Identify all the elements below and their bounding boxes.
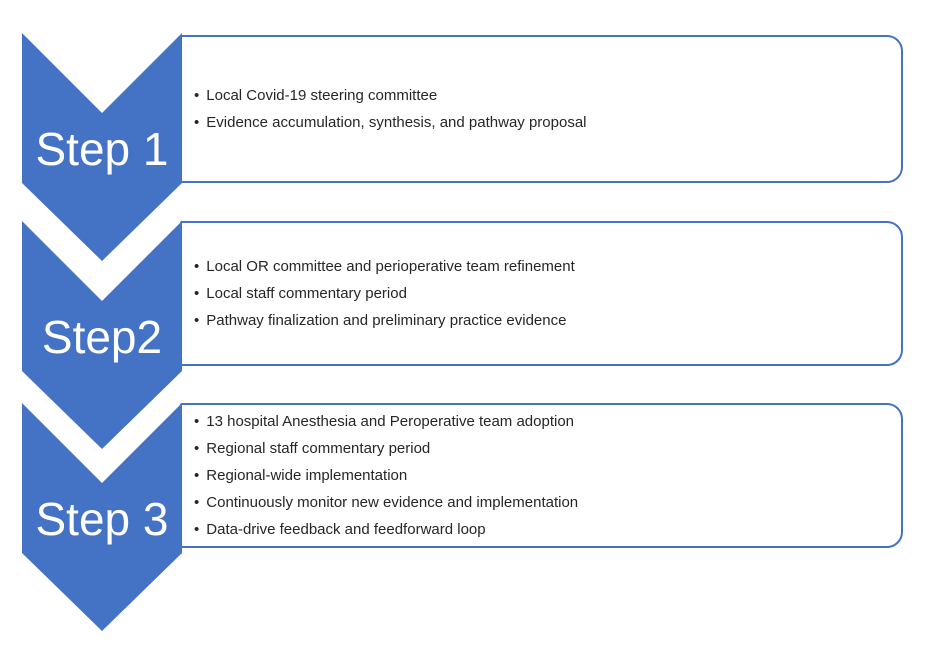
bullet-item: Evidence accumulation, synthesis, and pa… [194,109,891,136]
step-2-bullet-list: Local OR committee and perioperative tea… [182,253,901,334]
bullet-item: Regional staff commentary period [194,435,891,462]
chevron-step-1: Step 1 [22,33,182,261]
step-3-bullet-list: 13 hospital Anesthesia and Peroperative … [182,408,901,543]
step-3-content-box: 13 hospital Anesthesia and Peroperative … [180,403,903,548]
step-2-label: Step2 [41,311,163,363]
bullet-item: 13 hospital Anesthesia and Peroperative … [194,408,891,435]
step-1-content-box: Local Covid-19 steering committee Eviden… [180,35,903,183]
bullet-item: Regional-wide implementation [194,462,891,489]
bullet-item: Local OR committee and perioperative tea… [194,253,891,280]
bullet-item: Continuously monitor new evidence and im… [194,489,891,516]
step-1-bullet-list: Local Covid-19 steering committee Eviden… [182,82,901,136]
bullet-item: Local staff commentary period [194,280,891,307]
step-1-label: Step 1 [35,123,169,175]
bullet-item: Data-drive feedback and feedforward loop [194,516,891,543]
bullet-item: Local Covid-19 steering committee [194,82,891,109]
bullet-item: Pathway finalization and preliminary pra… [194,307,891,334]
step-3-label: Step 3 [35,493,169,545]
step-2-content-box: Local OR committee and perioperative tea… [180,221,903,366]
